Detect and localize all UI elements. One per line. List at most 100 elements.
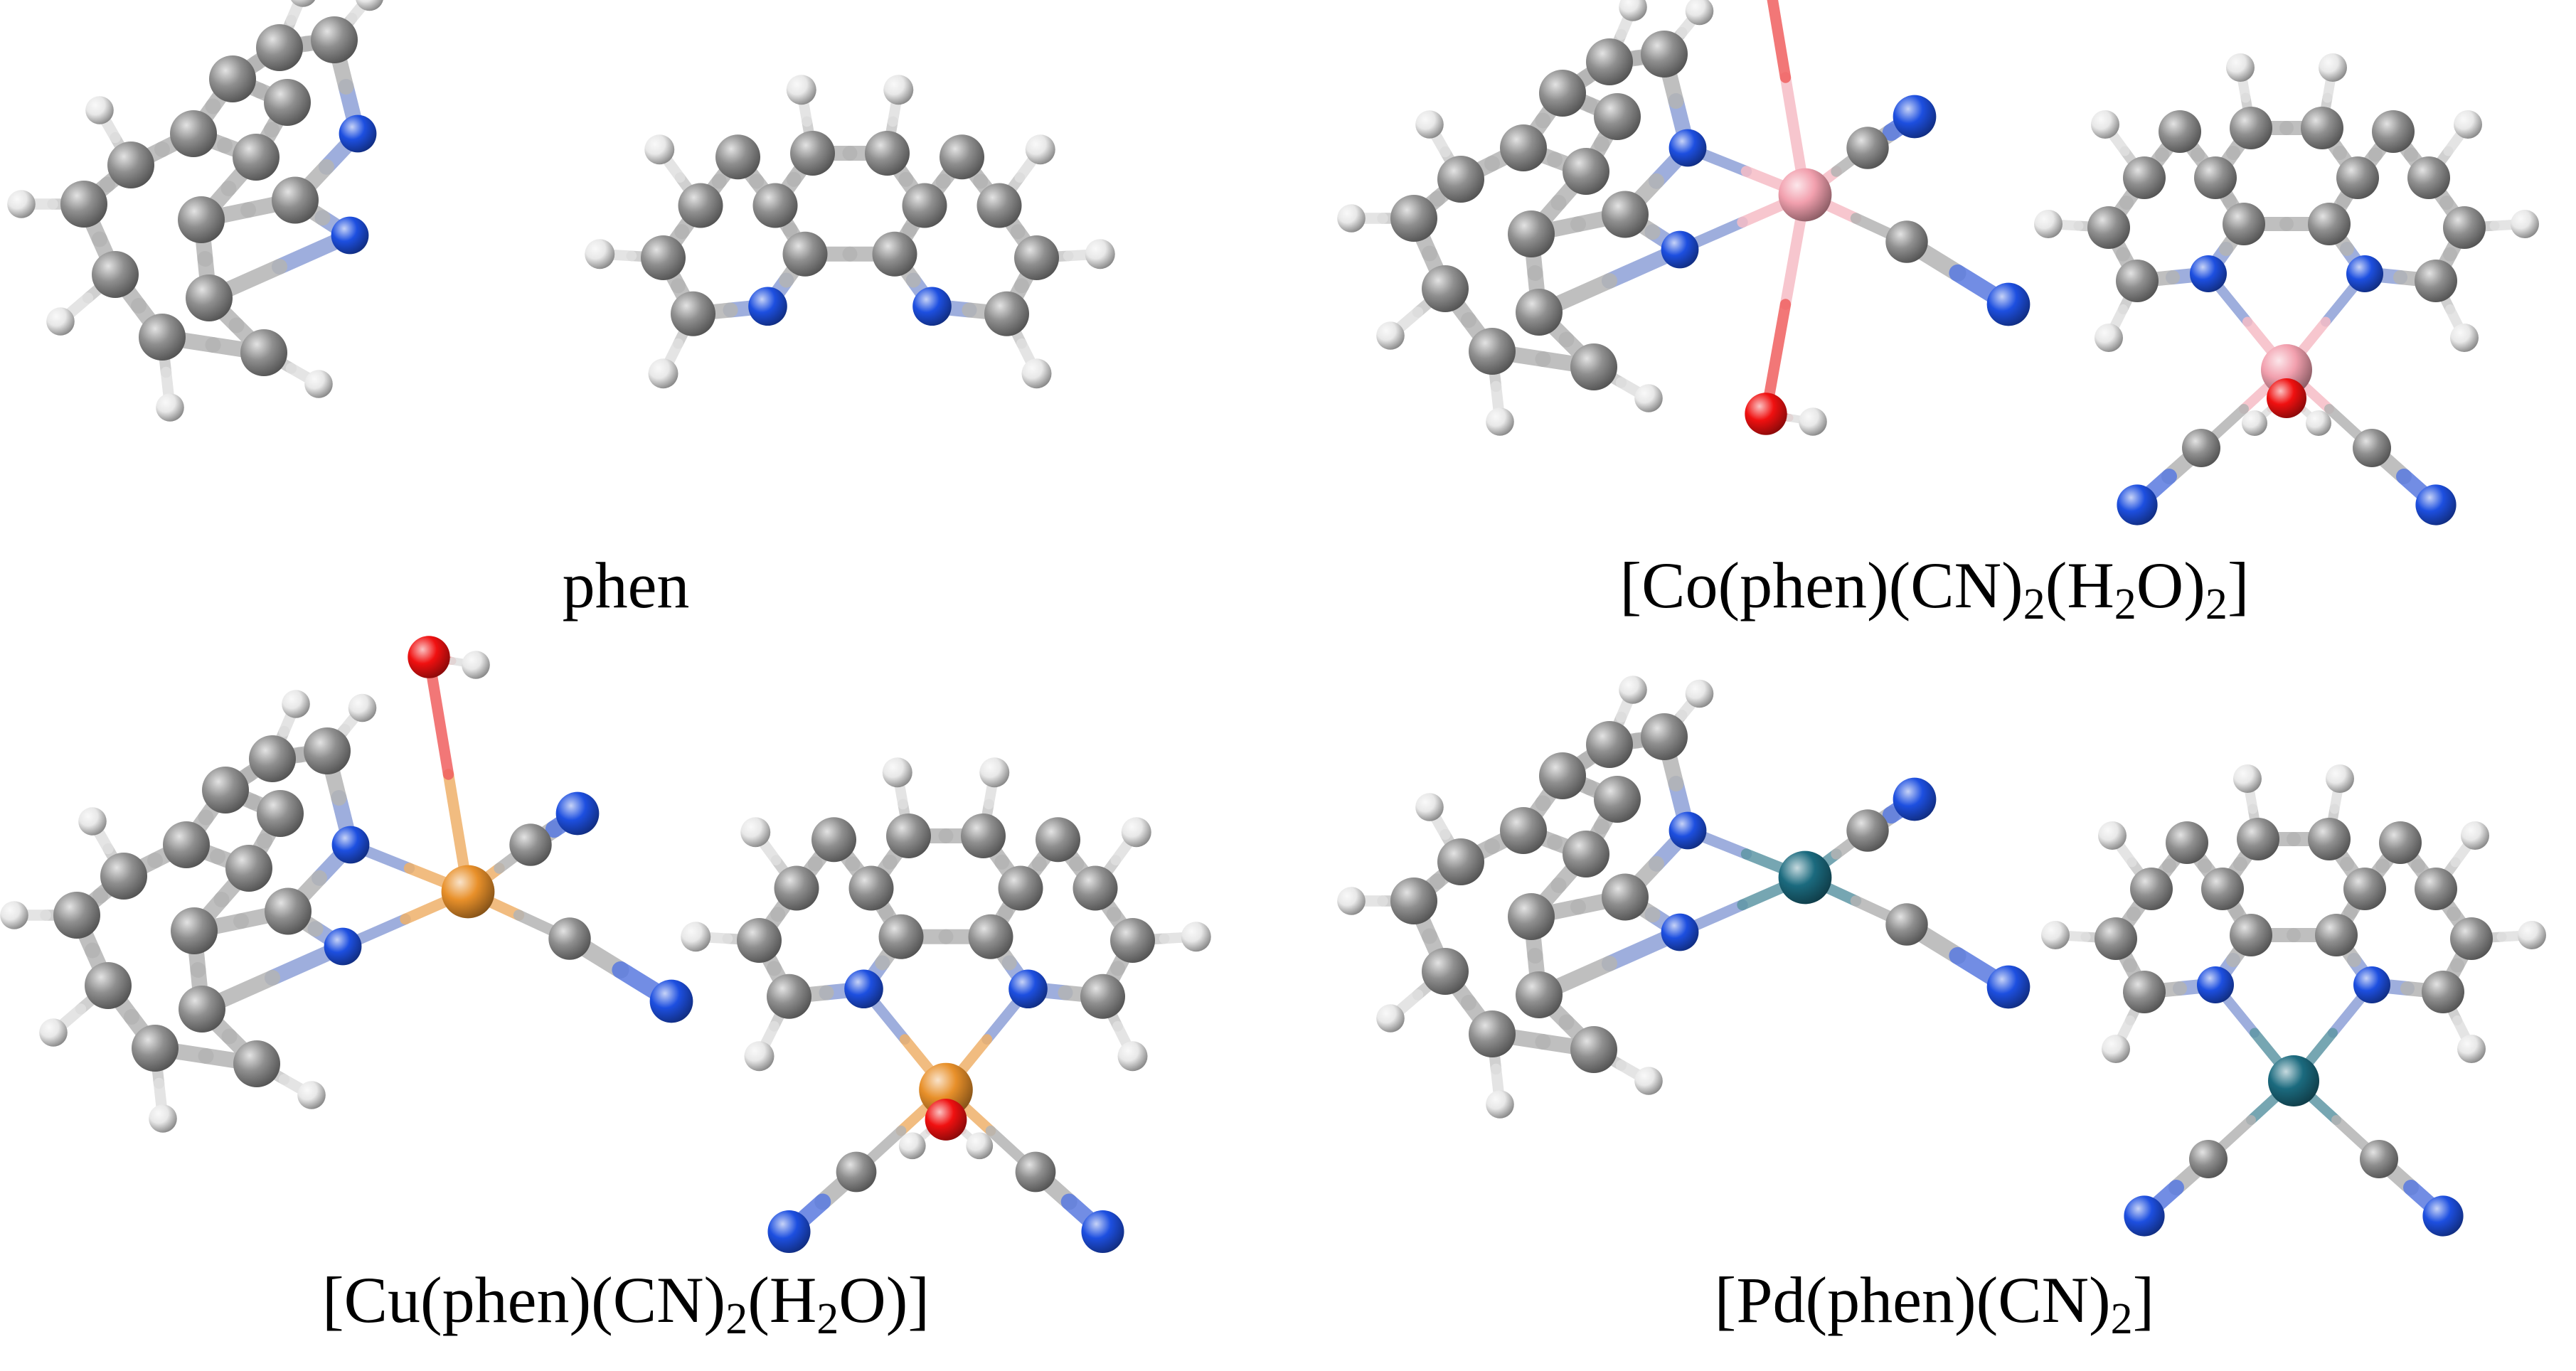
co-front-atom-c: [2159, 110, 2201, 153]
cu-side-atom-h: [282, 690, 310, 718]
co-side-atom-h: [1685, 0, 1714, 26]
cu-front-atom-c: [737, 918, 782, 963]
co-side-atom-c: [1508, 210, 1555, 257]
cu-side-atom-c: [202, 767, 249, 813]
cu-side-atom-c-cyano: [548, 917, 591, 960]
pd-front-atom-h: [2098, 821, 2127, 850]
cu-front-atom-h-water: [898, 1132, 926, 1160]
co-side-atom-c-cyano: [1846, 127, 1889, 169]
pd-front-atom-c: [2343, 868, 2386, 910]
co-side-atom-c: [1563, 148, 1609, 195]
pd-front-atom-h: [2041, 921, 2070, 949]
phen-front-atom-h: [1085, 239, 1115, 270]
cu-front-atom-h: [979, 757, 1010, 788]
cu-side-atom-c: [53, 892, 100, 939]
cu-front-atom-h: [1181, 922, 1211, 952]
phen-side-atom-c: [60, 181, 107, 228]
pd-side-atom-c: [1563, 831, 1609, 877]
cu-front-atom-c: [1110, 918, 1155, 963]
pd-front-atom-c-cyano: [2189, 1140, 2228, 1178]
cu-front-atom-c: [1036, 817, 1080, 863]
pd-front-atom-n-cyano: [2422, 1195, 2464, 1237]
co-front-atom-h: [2450, 324, 2479, 352]
pd-front-atom-h: [2233, 764, 2262, 793]
cu-side-atom-c: [100, 853, 147, 900]
phen-side-atom-h: [85, 96, 114, 124]
pd-front-atom-c: [2095, 917, 2137, 960]
phen-front-atom-c: [790, 131, 835, 176]
co-side-atom-c: [1516, 289, 1563, 336]
co-front-atom-h: [2034, 210, 2063, 238]
phen-front-atom-h: [883, 75, 914, 105]
pd-side-atom-h: [1486, 1090, 1514, 1119]
pd-front-atom-h: [2461, 821, 2489, 850]
co-side-atom-c: [1422, 265, 1469, 312]
pd-side-atom-c: [1602, 873, 1649, 921]
pd-front-atom-c-cyano: [2360, 1140, 2398, 1178]
phen-side-atom-c: [256, 24, 303, 71]
cu-side-atom-h: [39, 1018, 68, 1047]
cu-side-atom-n: [324, 927, 362, 966]
pd-front-atom-c: [2308, 818, 2351, 860]
phen-front-atom-c: [678, 183, 723, 228]
phen-front-atom-c: [984, 291, 1029, 336]
pd-side-atom-c: [1422, 948, 1469, 995]
pd-front-atom-c: [2123, 971, 2166, 1013]
co-front-atom-n-cyano: [2415, 484, 2457, 526]
caption-cu-complex: [Cu(phen)(CN)2(H2O)]: [322, 1264, 930, 1343]
pd-side-atom-n-cyano: [1986, 965, 2031, 1009]
phen-front-atom-c: [671, 291, 715, 336]
pd-front-atom-h: [2518, 921, 2546, 949]
pd-front-atom-n-cyano: [2124, 1195, 2165, 1237]
co-side-bond-metal-o: [1767, 0, 1792, 83]
pd-side-atom-c: [1437, 838, 1484, 885]
phen-front-atom-h: [1025, 134, 1055, 165]
cu-side-atom-n-cyano: [555, 791, 600, 836]
phen-front-atom-h: [786, 75, 816, 105]
phen-side-atom-c: [139, 314, 186, 361]
cu-front-atom-c: [767, 973, 811, 1019]
co-side-atom-c: [1641, 31, 1688, 78]
co-front-atom-n-cyano: [2117, 484, 2158, 526]
cu-front-atom-h-water: [966, 1132, 994, 1160]
pd-front-atom-n: [2197, 966, 2234, 1003]
pd-front-atom-c: [2201, 868, 2244, 910]
co-front-atom-metal: [2261, 344, 2312, 395]
pd-side-atom-c: [1586, 721, 1633, 768]
co-front-atom-o: [2267, 378, 2306, 418]
phen-side-bond-ch: [285, 0, 307, 26]
phen-side-atom-h: [156, 393, 184, 422]
cu-side-atom-c: [163, 821, 210, 868]
phen-side-atom-n: [339, 114, 377, 153]
co-side-atom-h: [1486, 407, 1514, 436]
phen-side-atom-c: [272, 176, 319, 224]
co-side-atom-c-cyano: [1885, 220, 1928, 263]
phen-front-atom-c: [872, 231, 917, 277]
pd-front-atom-c: [2422, 971, 2464, 1013]
phen-front-atom-h: [648, 358, 678, 389]
cu-front-atom-c: [848, 865, 894, 911]
phen-front-atom-h: [1021, 358, 1052, 389]
co-front-atom-c: [2230, 107, 2272, 149]
cu-front-atom-c-cyano: [1015, 1151, 1056, 1193]
cu-side-atom-c: [225, 845, 272, 892]
pd-front-atom-c: [2379, 821, 2422, 864]
cu-front-atom-n: [1008, 969, 1048, 1009]
pd-front-atom-h: [2326, 764, 2354, 793]
phen-front-atom-c: [902, 183, 947, 228]
cu-front-atom-c: [998, 865, 1043, 911]
cu-front-atom-c: [968, 914, 1013, 959]
phen-side-atom-h: [290, 0, 316, 7]
pd-side-atom-c: [1641, 713, 1688, 760]
co-side-atom-n: [1661, 230, 1699, 269]
co-side-atom-c: [1390, 195, 1437, 242]
co-front-atom-n: [2190, 255, 2227, 292]
co-front-atom-c: [2301, 107, 2343, 149]
co-side-atom-c: [1586, 38, 1633, 85]
co-side-atom-h: [1337, 204, 1366, 233]
co-front-atom-c: [2194, 156, 2237, 199]
pd-front-atom-h: [2102, 1035, 2130, 1063]
cu-front-atom-c: [774, 865, 819, 911]
pd-side-atom-c: [1469, 1010, 1516, 1057]
